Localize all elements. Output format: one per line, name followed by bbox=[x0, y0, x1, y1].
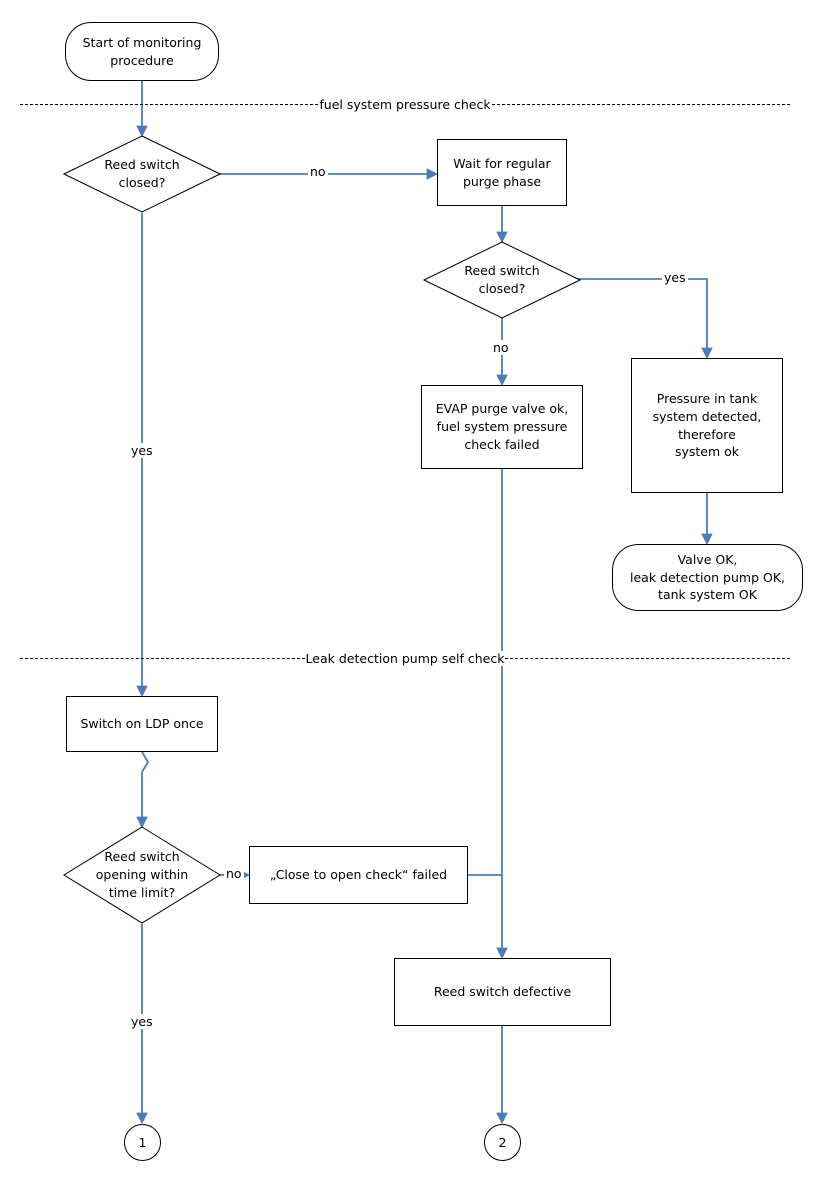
divider-dash-left bbox=[20, 103, 319, 105]
divider-dash-right bbox=[491, 103, 790, 105]
divider-fuel-system-pressure-check: fuel system pressure check bbox=[20, 96, 790, 112]
node-label: Reed switch opening within time limit? bbox=[95, 849, 189, 900]
edge-label-yes-reed1: yes bbox=[129, 443, 155, 458]
node-valve-ok-summary[interactable]: Valve OK, leak detection pump OK, tank s… bbox=[612, 544, 803, 611]
edge-label-no-reed1: no bbox=[308, 164, 328, 179]
node-label: Pressure in tank system detected, theref… bbox=[652, 391, 762, 460]
edge-label-no-reed3: no bbox=[224, 866, 244, 881]
node-evap-purge-valve-ok-check-failed[interactable]: EVAP purge valve ok, fuel system pressur… bbox=[421, 385, 583, 469]
node-pressure-in-tank-system-detected[interactable]: Pressure in tank system detected, theref… bbox=[631, 358, 783, 493]
divider-dash-left bbox=[20, 657, 305, 659]
divider-label: Leak detection pump self check bbox=[304, 650, 506, 666]
node-label: Valve OK, leak detection pump OK, tank s… bbox=[630, 551, 785, 603]
node-reed-switch-closed-2[interactable]: Reed switch closed? bbox=[423, 241, 581, 319]
node-switch-on-ldp-once[interactable]: Switch on LDP once bbox=[66, 696, 218, 752]
node-close-to-open-check-failed[interactable]: „Close to open check“ failed bbox=[249, 846, 468, 904]
edge-switchldp-to-reed3 bbox=[136, 751, 150, 829]
edge-reed2-yes-to-pressure bbox=[566, 278, 713, 360]
node-label: Wait for regular purge phase bbox=[453, 155, 551, 189]
node-start-of-monitoring-procedure[interactable]: Start of monitoring procedure bbox=[65, 22, 219, 81]
node-label: Reed switch closed? bbox=[464, 263, 540, 296]
divider-leak-detection-pump-self-check: Leak detection pump self check bbox=[20, 650, 790, 666]
node-label: „Close to open check“ failed bbox=[269, 867, 448, 883]
edge-label-yes-reed3: yes bbox=[129, 1014, 155, 1029]
node-reed-switch-defective[interactable]: Reed switch defective bbox=[394, 958, 611, 1026]
node-label: 1 bbox=[138, 1134, 147, 1150]
node-connector-1[interactable]: 1 bbox=[124, 1124, 161, 1161]
node-label: EVAP purge valve ok, fuel system pressur… bbox=[435, 401, 569, 452]
node-label: Switch on LDP once bbox=[80, 716, 204, 732]
diamond-shape bbox=[63, 135, 221, 213]
node-label: 2 bbox=[498, 1134, 507, 1150]
node-label: Start of monitoring procedure bbox=[82, 34, 202, 68]
node-reed-switch-opening-within-time-limit[interactable]: Reed switch opening within time limit? bbox=[63, 826, 221, 924]
node-label: Reed switch closed? bbox=[104, 157, 180, 190]
diamond-shape bbox=[63, 826, 221, 924]
node-wait-for-regular-purge-phase[interactable]: Wait for regular purge phase bbox=[437, 139, 567, 206]
divider-dash-right bbox=[505, 657, 790, 659]
divider-label: fuel system pressure check bbox=[318, 96, 492, 112]
edge-label-yes-reed2: yes bbox=[662, 270, 688, 285]
node-reed-switch-closed-1[interactable]: Reed switch closed? bbox=[63, 135, 221, 213]
node-connector-2[interactable]: 2 bbox=[484, 1124, 521, 1161]
node-label: Reed switch defective bbox=[433, 984, 572, 1000]
edge-label-no-reed2: no bbox=[491, 340, 511, 355]
